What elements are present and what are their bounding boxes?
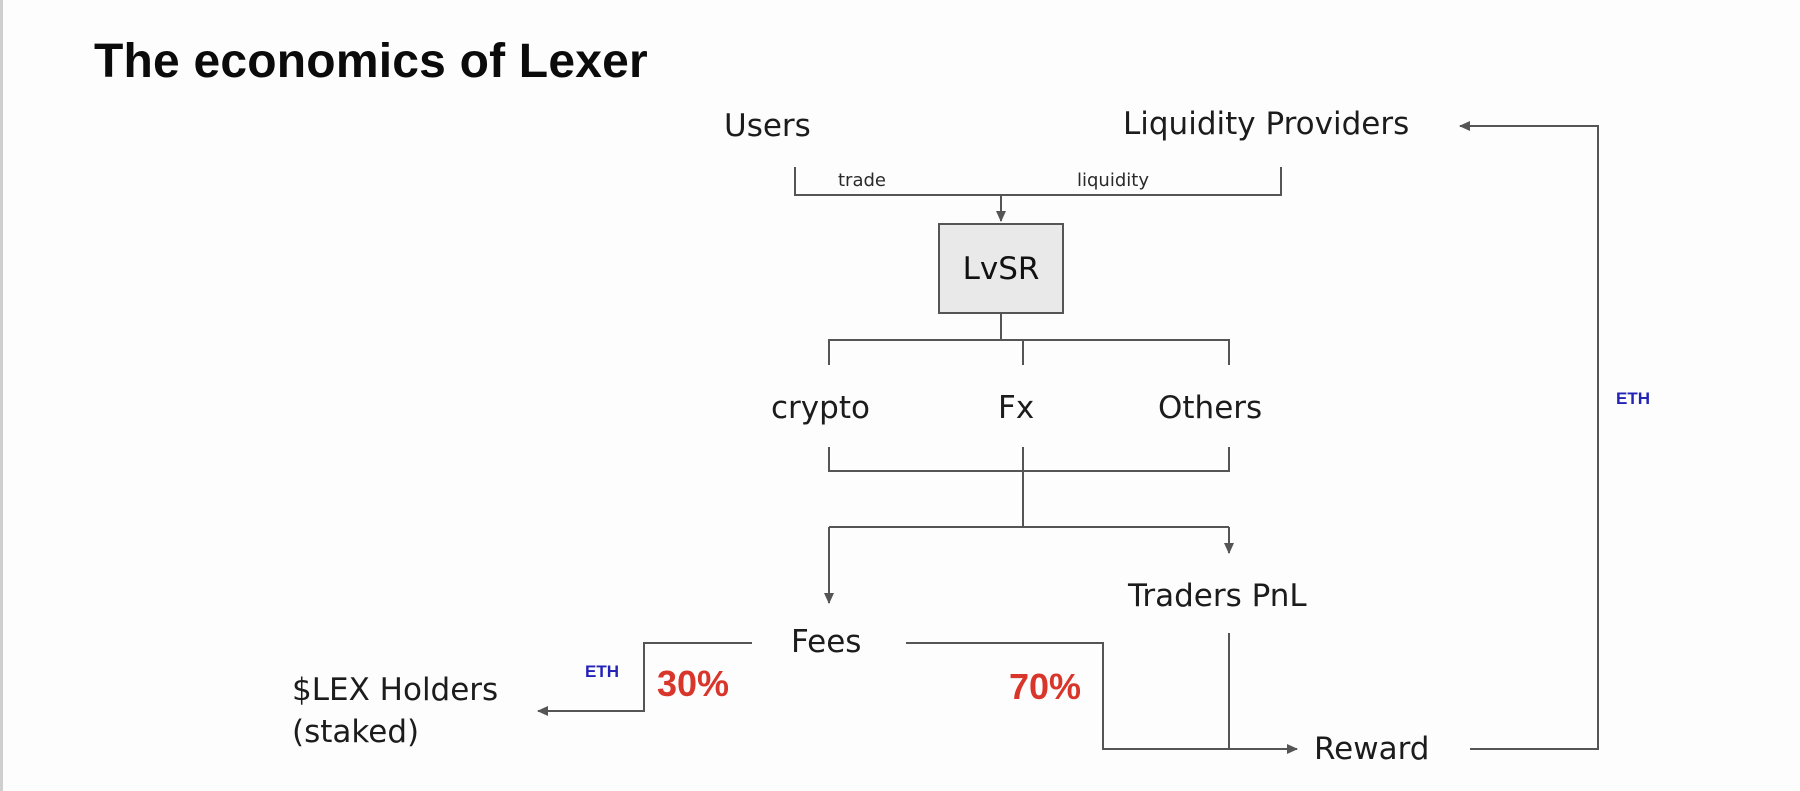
fees-label: Fees (791, 624, 862, 660)
lvsr-box: LvSR (938, 223, 1064, 314)
users-connector (794, 167, 1282, 196)
users-label: Users (724, 108, 811, 144)
eth-label-right: ETH (1616, 389, 1650, 408)
lex-holders-label: $LEX Holders (292, 672, 499, 708)
category-bottom-bracket (828, 447, 1230, 472)
fx-label: Fx (998, 390, 1035, 426)
lex-holders-staked-label: (staked) (292, 714, 420, 750)
liquidity-providers-label: Liquidity Providers (1123, 106, 1410, 142)
category-top-bracket (828, 339, 1230, 365)
percent-30-label: 30% (657, 663, 730, 704)
left-edge-border (0, 0, 3, 791)
crypto-label: crypto (771, 390, 870, 426)
arrow-to-liquidity-providers (1459, 121, 1599, 750)
others-label: Others (1158, 390, 1263, 426)
arrow-to-lex-holders (537, 642, 752, 716)
reward-label: Reward (1314, 731, 1430, 767)
fees-to-reward-line (906, 642, 1229, 750)
liquidity-edge-label: liquidity (1077, 170, 1149, 191)
page-title: The economics of Lexer (94, 35, 648, 88)
eth-label-left: ETH (585, 662, 619, 681)
traders-pnl-label: Traders PnL (1128, 578, 1307, 614)
percent-70-label: 70% (1009, 666, 1082, 707)
trade-edge-label: trade (838, 170, 886, 191)
